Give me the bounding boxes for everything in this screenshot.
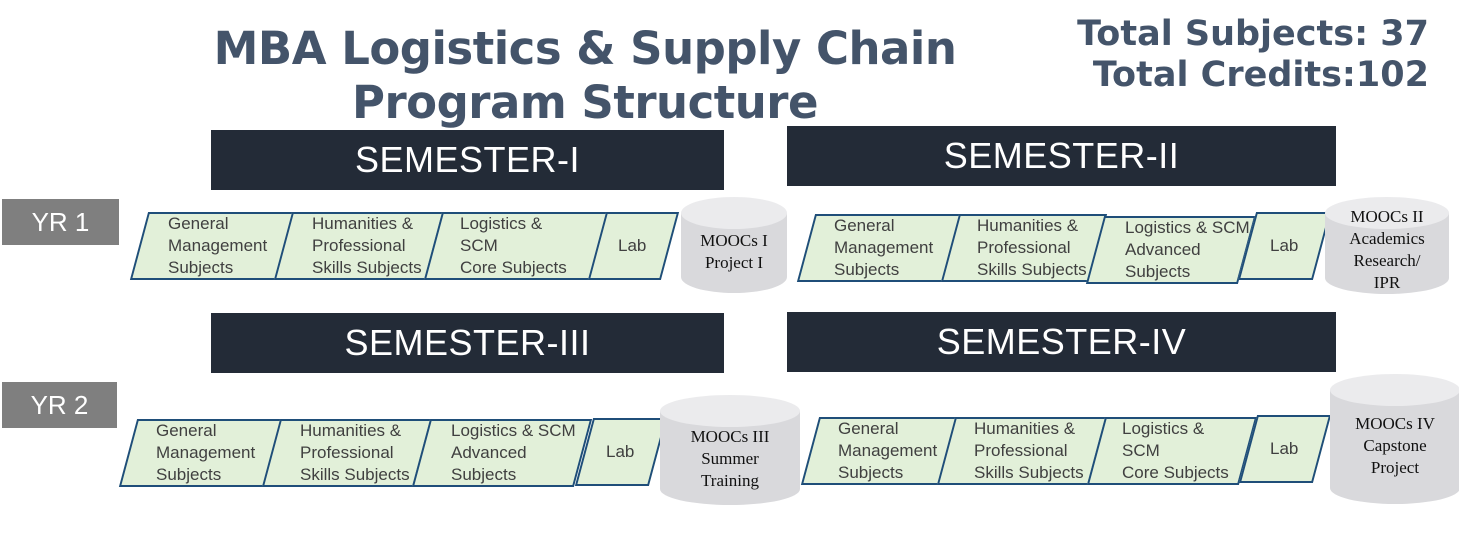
sem1-logistics-core-label: Logistics & SCM Core Subjects [460,214,567,277]
sem3-moocs-cylinder [660,395,800,505]
semester-1-header: SEMESTER-I [211,130,724,190]
sem1-moocs-cylinder [681,197,787,293]
sem3-logistics-advanced-label: Logistics & SCM Advanced Subjects [451,421,576,484]
sem4-lab-label: Lab [1270,439,1299,458]
sem4-general-management-label: General Management Subjects [838,419,938,482]
semester-4-header: SEMESTER-IV [787,312,1336,372]
page-title: MBA Logistics & Supply Chain Program Str… [200,22,970,130]
sem1-humanities-label: Humanities & Professional Skills Subject… [312,214,422,277]
sem1-lab-label: Lab [618,236,647,255]
sem2-lab-label: Lab [1270,236,1299,255]
sem2-logistics-advanced-label: Logistics & SCM Advanced Subjects [1125,218,1250,281]
sem3-lab-label: Lab [606,442,635,461]
sem3-general-management-label: General Management Subjects [156,421,256,484]
totals-panel: Total Subjects: 37 Total Credits:102 [1077,14,1429,96]
semester-2-header: SEMESTER-II [787,126,1336,186]
sem4-moocs-cylinder [1330,374,1459,504]
sem4-logistics-core-label: Logistics & SCM Core Subjects [1122,419,1229,482]
total-credits: Total Credits:102 [1092,55,1429,95]
year-1-label: YR 1 [2,199,119,245]
year-2-label: YR 2 [2,382,117,428]
total-subjects: Total Subjects: 37 [1077,14,1429,54]
sem4-moocs-label: MOOCs IV Capstone Project [1355,414,1435,477]
sem2-humanities-label: Humanities & Professional Skills Subject… [977,216,1087,279]
sem2-moocs-cylinder [1325,197,1449,294]
title-line-1: MBA Logistics & Supply Chain [213,22,957,75]
sem2-moocs-label: MOOCs II Academics Research/ IPR [1349,207,1425,292]
sem2-general-management-label: General Management Subjects [834,216,934,279]
sem3-moocs-label: MOOCs III Summer Training [690,427,770,490]
sem3-humanities-label: Humanities & Professional Skills Subject… [300,421,410,484]
sem1-general-management-label: General Management Subjects [168,214,268,277]
sem4-humanities-label: Humanities & Professional Skills Subject… [974,419,1084,482]
semester-3-header: SEMESTER-III [211,313,724,373]
sem1-moocs-label: MOOCs I Project I [700,231,768,272]
title-line-2: Program Structure [352,76,819,129]
